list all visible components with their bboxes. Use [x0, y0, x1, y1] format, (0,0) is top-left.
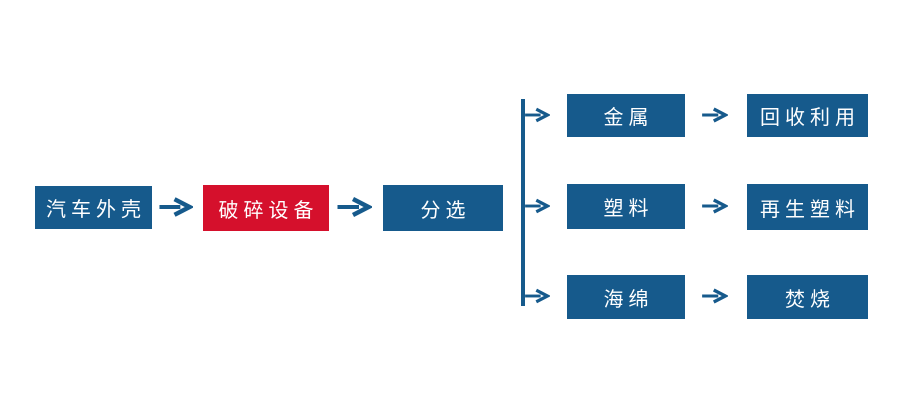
node-recycled-plastic: 再生塑料 [747, 184, 868, 230]
node-sorting: 分选 [383, 185, 503, 231]
node-metal-label: 金属 [603, 107, 654, 129]
arrow-right-icon [524, 288, 550, 304]
node-metal: 金属 [567, 94, 685, 137]
node-sorting-label: 分选 [420, 199, 471, 222]
node-crushing-equipment-label: 破碎设备 [218, 199, 319, 222]
node-crushing-equipment: 破碎设备 [203, 185, 329, 231]
arrow-right-icon [524, 107, 550, 123]
arrow-right-icon [701, 198, 728, 214]
node-sponge-label: 海绵 [603, 288, 654, 311]
node-recycling-label: 回收利用 [760, 107, 860, 129]
node-car-shell-label: 汽车外壳 [46, 199, 146, 221]
node-sponge: 海绵 [567, 275, 685, 319]
arrow-right-icon [701, 288, 728, 304]
arrow-right-icon [524, 198, 550, 214]
node-car-shell: 汽车外壳 [35, 186, 152, 229]
node-recycling: 回收利用 [747, 94, 868, 137]
node-plastic: 塑料 [567, 184, 685, 229]
arrow-right-icon [336, 196, 372, 218]
node-recycled-plastic-label: 再生塑料 [760, 198, 860, 221]
arrow-right-icon [158, 196, 193, 218]
node-plastic-label: 塑料 [603, 198, 654, 220]
arrow-right-icon [701, 107, 728, 123]
branch-connector-line [521, 99, 525, 306]
node-incineration: 焚烧 [747, 275, 868, 319]
node-incineration-label: 焚烧 [785, 288, 835, 311]
